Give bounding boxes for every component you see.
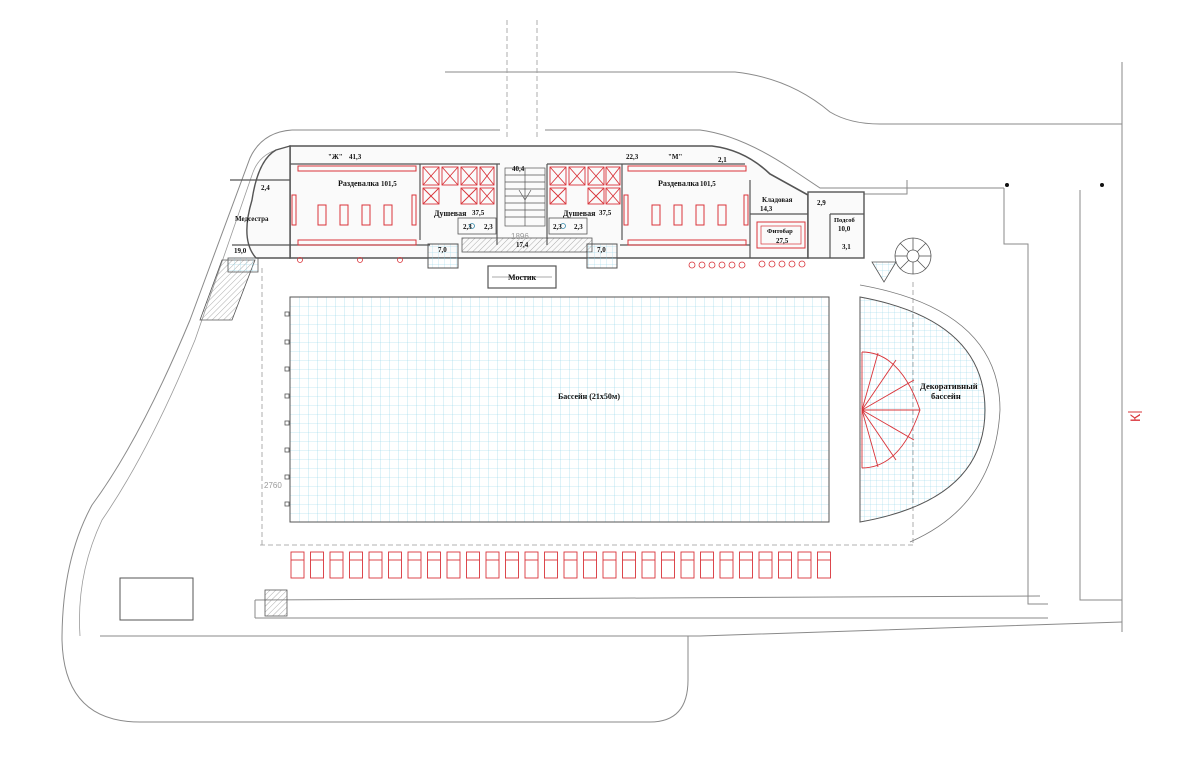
marker-dot (1100, 183, 1104, 187)
label-changing-room-women: Раздевалка (338, 179, 379, 188)
sun-lounger (427, 551, 441, 579)
sun-lounger (817, 551, 831, 579)
area-phytobar: 27,5 (776, 237, 789, 245)
sun-loungers (290, 551, 831, 579)
sun-lounger (329, 551, 344, 579)
pool-ladders (284, 311, 290, 507)
label-women: "Ж" (328, 153, 343, 161)
sun-lounger (700, 551, 714, 579)
hatch-box (264, 589, 288, 617)
sun-lounger (622, 551, 636, 579)
area-utility: 10,0 (838, 225, 851, 233)
section-mark: К (1127, 411, 1143, 422)
decorative-pool (859, 296, 986, 523)
sun-lounger (524, 551, 539, 579)
sun-lounger (505, 551, 519, 579)
sun-lounger (485, 551, 500, 579)
area-shower-men: 37,5 (599, 209, 612, 217)
area-2-9: 2,9 (817, 199, 826, 207)
label-main-pool: Бассейн (21x50м) (558, 392, 620, 401)
area-3-1: 3,1 (842, 243, 851, 251)
area-changing-room-men: 101,5 (700, 180, 716, 188)
label-men: "М" (668, 153, 682, 161)
area-7-0-right: 7,0 (597, 246, 606, 254)
label-shower-women: Душевая (434, 209, 467, 218)
area-2-3-c: 2,3 (553, 223, 562, 231)
area-2-3-d: 2,3 (574, 223, 583, 231)
sun-lounger (583, 551, 597, 579)
area-19-0: 19,0 (234, 247, 247, 255)
area-40-4: 40,4 (512, 165, 525, 173)
sun-lounger (563, 551, 578, 579)
main-pool (289, 296, 830, 523)
fountain (861, 351, 921, 469)
area-women: 41,3 (349, 153, 362, 161)
sun-lounger (466, 551, 480, 579)
label-bridge: Мостик (508, 273, 537, 282)
label-phytobar: Фитобар (767, 228, 793, 235)
area-7-0-left: 7,0 (438, 246, 447, 254)
sun-lounger (310, 551, 324, 579)
staircase (504, 167, 546, 227)
sun-lounger (290, 551, 305, 579)
sun-lounger (680, 551, 695, 579)
sun-lounger (797, 551, 812, 579)
sun-lounger (544, 551, 558, 579)
sun-lounger (349, 551, 363, 579)
sun-lounger (446, 551, 461, 579)
area-2-4: 2,4 (261, 184, 270, 192)
sun-lounger (388, 551, 402, 579)
area-2-1: 2,1 (718, 156, 727, 164)
label-decorative-pool-1: Декоративный (920, 381, 978, 391)
area-2-3-b: 2,3 (484, 223, 493, 231)
sun-lounger (641, 551, 656, 579)
sun-lounger (739, 551, 753, 579)
sun-lounger (758, 551, 773, 579)
label-storage: Кладовая (762, 196, 793, 204)
area-men-corridor: 22,3 (626, 153, 639, 161)
sun-lounger (602, 551, 617, 579)
marker-dot (1005, 183, 1009, 187)
svg-text:К: К (1127, 413, 1143, 422)
label-changing-room-men: Раздевалка (658, 179, 699, 188)
label-nurse: Медсестра (235, 215, 269, 223)
area-shower-women: 37,5 (472, 209, 485, 217)
area-storage: 14,3 (760, 205, 773, 213)
spiral-stair (894, 237, 932, 275)
dimension-top: 1896 (511, 232, 529, 241)
label-utility: Подсоб (834, 217, 856, 224)
left-boundary (79, 149, 277, 637)
sun-lounger (778, 551, 792, 579)
area-2-3-a: 2,3 (463, 223, 472, 231)
dimension-left: 2760 (264, 481, 282, 490)
sun-lounger (719, 551, 734, 579)
label-shower-men: Душевая (563, 209, 596, 218)
area-changing-room-women: 101,5 (381, 180, 397, 188)
building (199, 145, 932, 321)
area-17-4: 17,4 (516, 241, 529, 249)
sun-lounger (368, 551, 383, 579)
site-outline (61, 62, 1123, 723)
sun-lounger (661, 551, 675, 579)
equipment-box (119, 577, 194, 621)
sun-lounger (407, 551, 422, 579)
label-decorative-pool-2: бассейн (931, 391, 961, 401)
